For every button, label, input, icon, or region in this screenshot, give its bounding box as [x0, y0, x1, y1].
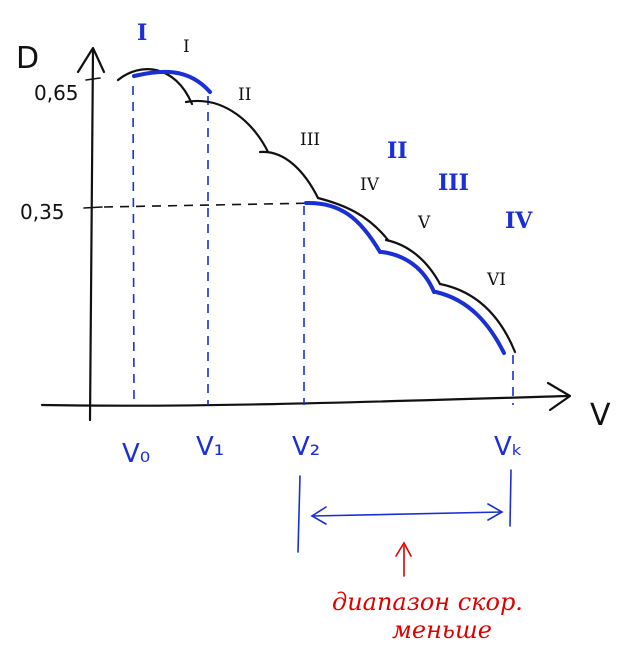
blue-curve-1 — [132, 69, 212, 94]
blue-label-4: IV — [505, 208, 533, 234]
blue-curve-3 — [380, 250, 436, 294]
range-arrow-right-head — [487, 503, 504, 521]
x-axis-label: V — [590, 398, 611, 433]
black-label-6: VI — [486, 270, 506, 290]
x-tick-v0: V₀ — [122, 439, 150, 469]
range-arrow-line — [311, 511, 503, 517]
y-axis-label: D — [16, 41, 39, 76]
y-axis-arrow — [76, 46, 106, 74]
black-label-3: III — [300, 130, 320, 150]
x-tick-vk: Vₖ — [494, 432, 523, 462]
black-curve-3 — [258, 150, 320, 200]
black-label-4: IV — [360, 175, 380, 195]
x-axis — [40, 394, 570, 407]
black-curve-2 — [184, 99, 270, 154]
black-curve-4 — [316, 196, 390, 242]
y-tick-label-065: 0,65 — [34, 81, 79, 105]
black-curve-5 — [384, 238, 442, 286]
x-tick-v2: V₂ — [292, 432, 320, 462]
blue-curve-2 — [304, 200, 382, 254]
annotation-arrow-head — [395, 541, 412, 557]
y-axis — [88, 48, 95, 422]
black-label-1: I — [183, 37, 190, 57]
blue-label-2: II — [387, 138, 408, 164]
y-tick-035 — [83, 206, 103, 209]
y-tick-label-035: 0,35 — [20, 200, 65, 224]
blue-label-3: III — [438, 170, 469, 196]
annotation-line-2: меньше — [392, 616, 492, 644]
guide-v0 — [132, 85, 135, 406]
x-axis-arrow — [546, 381, 572, 412]
blue-curve-4 — [434, 290, 506, 355]
guide-035 — [103, 202, 319, 208]
annotation-line-1: диапазон скор. — [332, 588, 523, 616]
y-tick-065 — [85, 77, 101, 81]
range-bracket-right — [509, 469, 512, 527]
range-bracket-left — [297, 475, 301, 553]
black-curve-6 — [438, 282, 517, 354]
blue-label-1: I — [137, 20, 147, 46]
black-label-2: II — [238, 85, 251, 105]
black-label-5: V — [417, 213, 431, 233]
x-tick-v1: V₁ — [196, 432, 224, 462]
range-arrow-left-head — [310, 506, 327, 525]
